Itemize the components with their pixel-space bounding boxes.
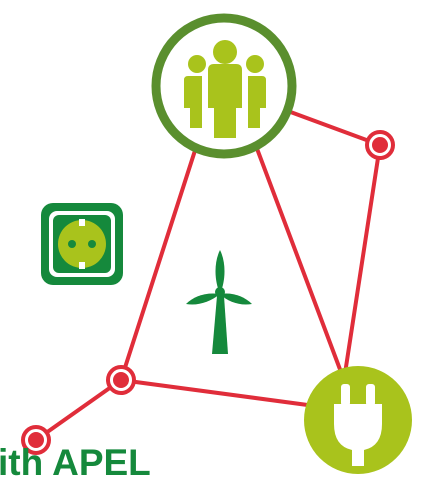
wind-turbine-icon xyxy=(186,250,252,354)
caption-text: ith APEL xyxy=(0,442,151,483)
power-socket-icon xyxy=(41,203,123,285)
link-community-plug xyxy=(248,128,346,382)
link-community-node-left xyxy=(119,133,202,382)
link-node-left-node-bottom xyxy=(34,378,123,442)
people-group-icon xyxy=(151,13,297,159)
network-node-icon xyxy=(21,425,51,455)
link-node-left-plug xyxy=(119,378,332,410)
network-lines xyxy=(34,98,382,442)
network-node-icon xyxy=(106,365,136,395)
link-node-right-plug xyxy=(342,143,382,382)
power-plug-icon xyxy=(304,366,412,474)
network-node-icon xyxy=(365,130,395,160)
